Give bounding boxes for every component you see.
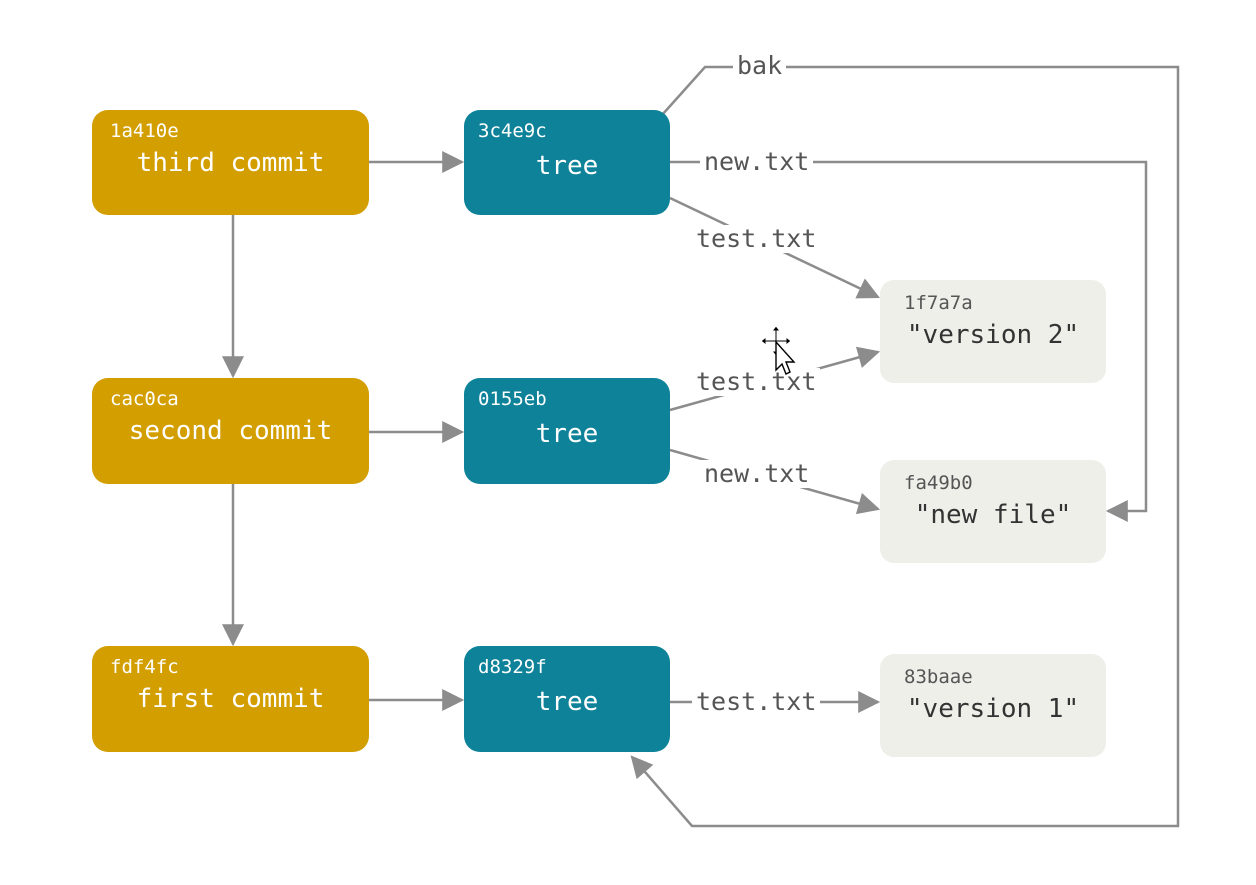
tree-hash: d8329f [478, 656, 547, 678]
blob-node-version-2[interactable]: 1f7a7a "version 2" [880, 280, 1106, 383]
commit-node-first[interactable]: fdf4fc first commit [92, 646, 369, 752]
edge-tree1-new [670, 160, 1148, 522]
tree-hash: 0155eb [478, 388, 547, 410]
edge-label-tree1-test: test.txt [692, 225, 821, 253]
commit-hash: 1a410e [110, 120, 179, 142]
commit-label: first commit [136, 684, 325, 714]
blob-hash: 1f7a7a [904, 292, 973, 314]
tree-node-2[interactable]: 0155eb tree [464, 378, 670, 484]
tree-label: tree [535, 687, 599, 717]
edge-label-tree2-new: new.txt [700, 460, 814, 488]
edge-label-tree3-test: test.txt [692, 688, 821, 716]
tree-node-1[interactable]: 3c4e9c tree [464, 110, 670, 215]
blob-hash: 83baae [904, 666, 973, 688]
blob-label: "version 2" [906, 320, 1080, 350]
move-cursor-icon [760, 325, 796, 375]
edge-tree1-bak [630, 65, 1180, 828]
edge-label-tree2-test: test.txt [692, 368, 821, 396]
commit-hash: fdf4fc [110, 656, 179, 678]
commit-label: second commit [128, 416, 333, 446]
blob-node-new-file[interactable]: fa49b0 "new file" [880, 460, 1106, 563]
commit-hash: cac0ca [110, 388, 179, 410]
tree-label: tree [535, 151, 599, 181]
commit-label: third commit [136, 148, 325, 178]
blob-label: "version 1" [906, 694, 1080, 724]
blob-label: "new file" [914, 500, 1072, 530]
commit-node-second[interactable]: cac0ca second commit [92, 378, 369, 484]
blob-node-version-1[interactable]: 83baae "version 1" [880, 654, 1106, 757]
tree-label: tree [535, 419, 599, 449]
edge-label-bak: bak [733, 52, 787, 80]
commit-node-third[interactable]: 1a410e third commit [92, 110, 369, 215]
tree-node-3[interactable]: d8329f tree [464, 646, 670, 752]
tree-hash: 3c4e9c [478, 120, 547, 142]
edge-label-tree1-new: new.txt [700, 148, 814, 176]
blob-hash: fa49b0 [904, 472, 973, 494]
